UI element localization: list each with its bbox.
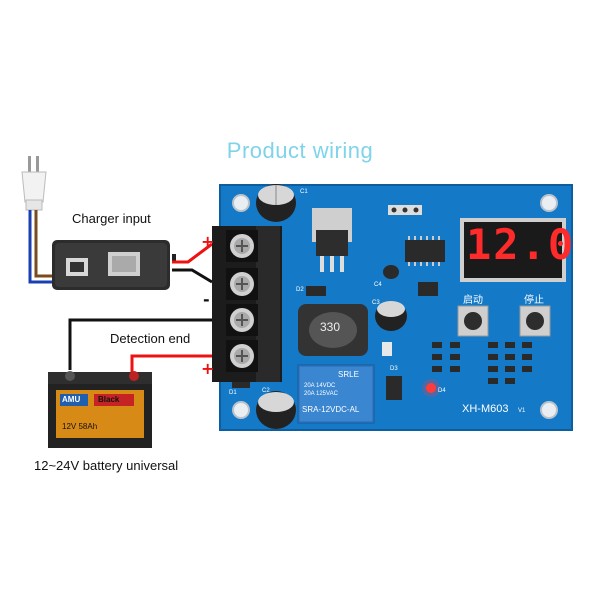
- mains-cable: [28, 210, 58, 284]
- inductor-330: [298, 304, 368, 356]
- label-c2: C2: [262, 388, 270, 394]
- terminal-block: [212, 226, 282, 382]
- start-button-label: 启动: [463, 295, 483, 306]
- battery-badge: Black: [98, 395, 120, 404]
- smd-components: [432, 342, 532, 384]
- resistor: [382, 342, 392, 356]
- battery-negative-terminal: [65, 371, 75, 381]
- battery-label: 12~24V battery universal: [34, 458, 179, 473]
- charger-positive-wire: [172, 242, 213, 264]
- charger-input-label: Charger input: [72, 211, 151, 226]
- capacitor-c4: [383, 265, 399, 279]
- terminal-screw-3: [226, 304, 258, 336]
- detection-end-label: Detection end: [110, 331, 191, 346]
- label-c1: C1: [300, 189, 308, 195]
- status-led: [426, 383, 436, 393]
- inductor-label: 330: [320, 320, 341, 334]
- label-d4: D4: [438, 388, 446, 394]
- battery: [48, 371, 152, 448]
- board-version: V1: [518, 408, 526, 414]
- diode-d3: [386, 376, 402, 400]
- battery-plus-sign: +: [201, 359, 215, 378]
- capacitor-c2: [256, 391, 296, 429]
- charger-negative-wire: [172, 268, 213, 284]
- stop-button[interactable]: [519, 305, 551, 337]
- transistor: [418, 282, 438, 296]
- diode-d1: [232, 380, 250, 388]
- stop-button-label: 停止: [524, 295, 544, 306]
- microcontroller-chip: [405, 236, 445, 266]
- relay-spec2: 20A 125VAC: [304, 391, 338, 397]
- battery-negative-wire: [68, 318, 212, 370]
- label-d1: D1: [229, 390, 237, 396]
- capacitor-c1: [256, 184, 296, 222]
- label-c4: C4: [374, 282, 382, 288]
- battery-positive-terminal: [129, 371, 139, 381]
- diagram-title: Product wiring: [226, 138, 374, 163]
- led-display: [460, 218, 566, 282]
- battery-spec: 12V 58Ah: [62, 422, 98, 431]
- relay-model: SRA-12VDC-AL: [302, 405, 360, 414]
- relay-brand: SRLE: [338, 370, 359, 379]
- capacitor-c3: [375, 301, 407, 331]
- charger-plus-sign: +: [201, 232, 215, 251]
- label-c3: C3: [372, 300, 380, 306]
- terminal-screw-2: [226, 268, 258, 300]
- label-d2: D2: [296, 287, 304, 293]
- charger-unit: [52, 240, 176, 290]
- terminal-screw-1: [226, 230, 258, 262]
- power-plug-icon: [21, 156, 47, 211]
- diode-d2: [306, 286, 326, 296]
- relay-spec1: 20A 14VDC: [304, 383, 336, 389]
- battery-positive-wire: [130, 354, 212, 372]
- label-d3: D3: [390, 366, 398, 372]
- display-readout: 12.0: [466, 220, 576, 269]
- regulator-chip: [312, 208, 352, 272]
- battery-brand: AMU: [62, 395, 81, 404]
- board-model: XH-M603: [462, 403, 509, 415]
- relay: [297, 364, 375, 424]
- header-pins: [388, 205, 422, 215]
- terminal-screw-4: [226, 340, 258, 372]
- charger-minus-sign: -: [203, 290, 210, 309]
- start-button[interactable]: [457, 305, 489, 337]
